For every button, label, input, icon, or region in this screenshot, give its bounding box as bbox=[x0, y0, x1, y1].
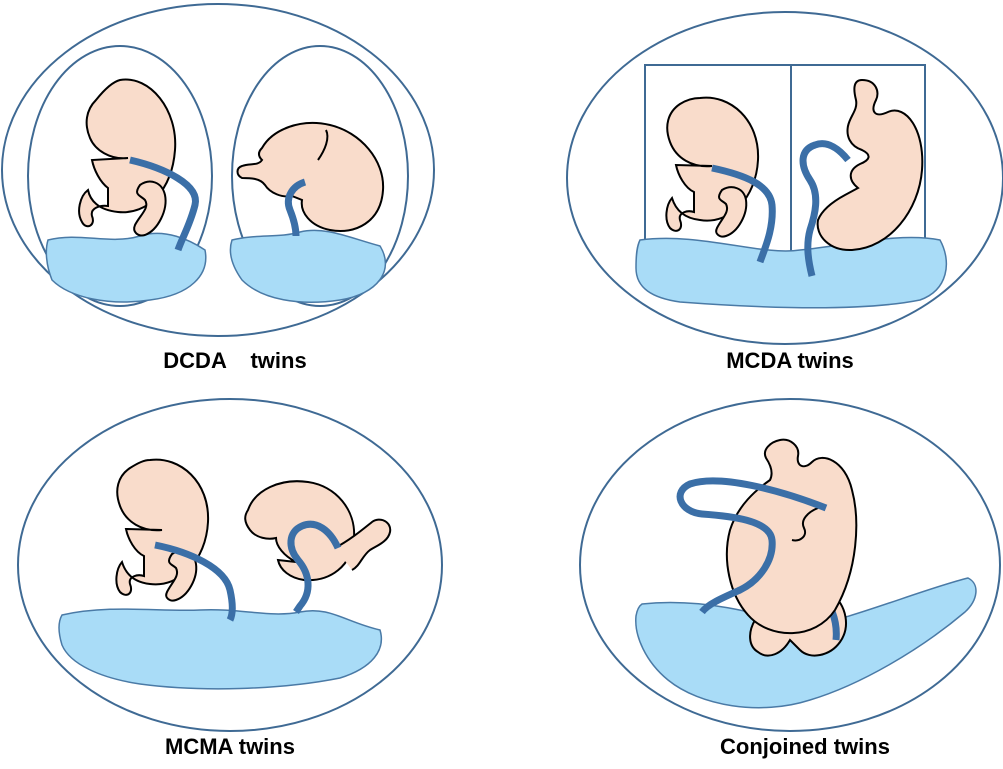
conjoined-caption: Conjoined twins bbox=[690, 734, 920, 760]
mcma-panel bbox=[18, 399, 442, 731]
mcma-caption: MCMA twins bbox=[130, 734, 330, 760]
mcda-panel bbox=[567, 12, 1003, 344]
dcda-right-placenta bbox=[230, 230, 385, 302]
dcda-caption: DCDA twins bbox=[125, 348, 345, 374]
conjoined-upper-fetus bbox=[727, 440, 856, 633]
mcma-placenta bbox=[59, 609, 381, 689]
mcda-caption: MCDA twins bbox=[690, 348, 890, 374]
dcda-panel bbox=[2, 4, 434, 336]
dcda-right-fetus bbox=[238, 123, 384, 231]
conjoined-panel bbox=[580, 399, 1000, 731]
mcda-right-fetus bbox=[818, 80, 923, 250]
